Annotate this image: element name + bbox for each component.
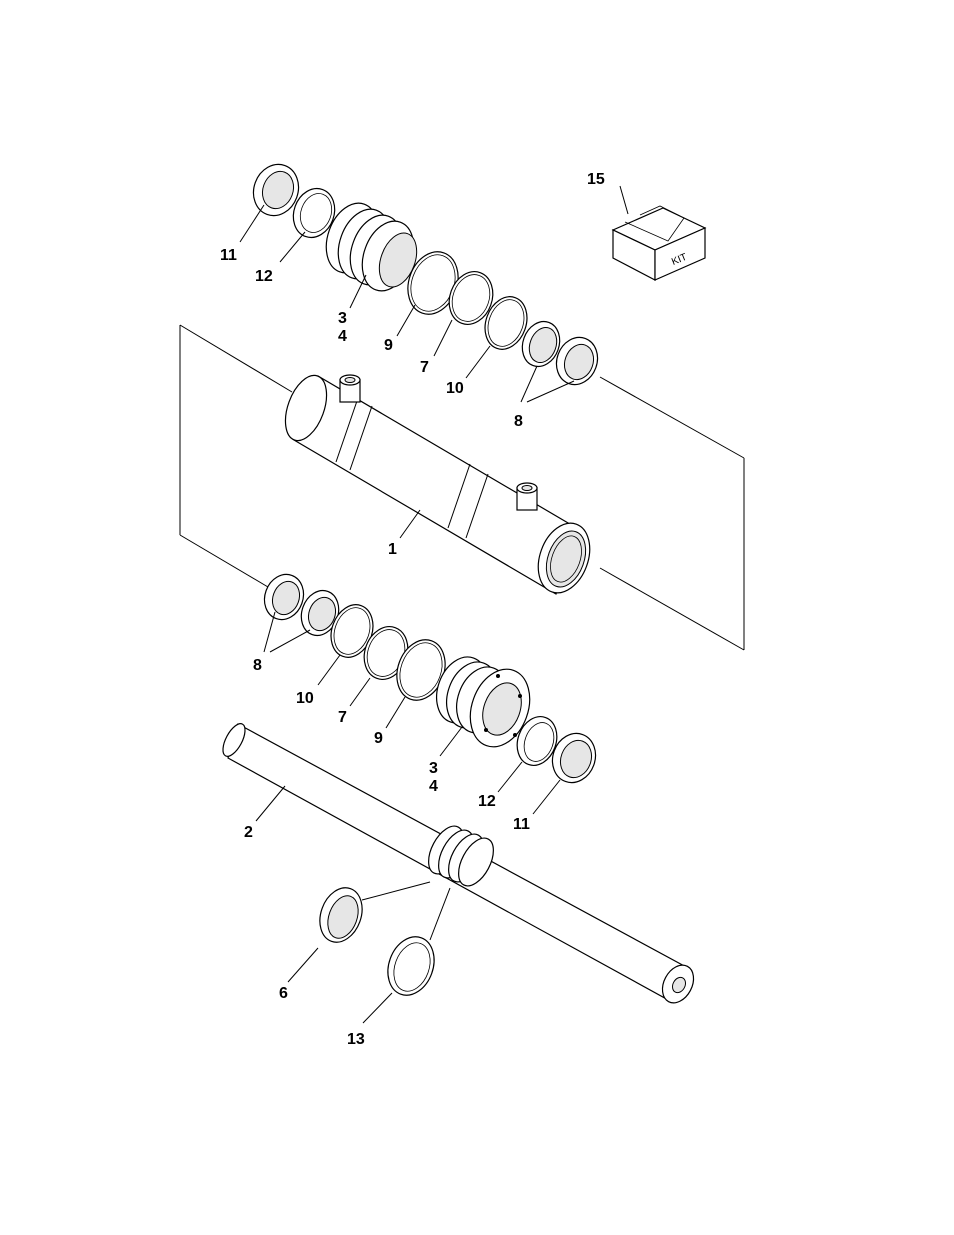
callout-4-bottom: 4 <box>429 778 438 795</box>
callout-7-top: 7 <box>420 359 429 376</box>
callout-8-top: 8 <box>514 413 523 430</box>
part-13 <box>380 930 442 1001</box>
callout-10-top: 10 <box>446 380 464 397</box>
callout-13: 13 <box>347 1031 365 1048</box>
callout-10-bottom: 10 <box>296 690 314 707</box>
part-2-piston-rod <box>218 720 699 1008</box>
callout-11-bottom: 11 <box>513 816 530 833</box>
callout-4-top: 4 <box>338 328 347 345</box>
callout-9-bottom: 9 <box>374 730 383 747</box>
callout-6: 6 <box>279 985 288 1002</box>
callout-9-top: 9 <box>384 337 393 354</box>
callout-1: 1 <box>388 541 397 558</box>
callout-7-bottom: 7 <box>338 709 347 726</box>
callout-15: 15 <box>587 171 605 188</box>
part-15-kit-box: KIT <box>613 206 705 280</box>
callout-2: 2 <box>244 824 253 841</box>
callout-3-top: 3 <box>338 310 347 327</box>
callout-8-bottom: 8 <box>253 657 262 674</box>
callout-12-top: 12 <box>255 268 273 285</box>
callout-3-bottom: 3 <box>429 760 438 777</box>
callout-12-bottom: 12 <box>478 793 496 810</box>
callout-11-top: 11 <box>220 247 237 264</box>
part-6 <box>313 882 370 948</box>
part-1-barrel <box>277 370 598 600</box>
